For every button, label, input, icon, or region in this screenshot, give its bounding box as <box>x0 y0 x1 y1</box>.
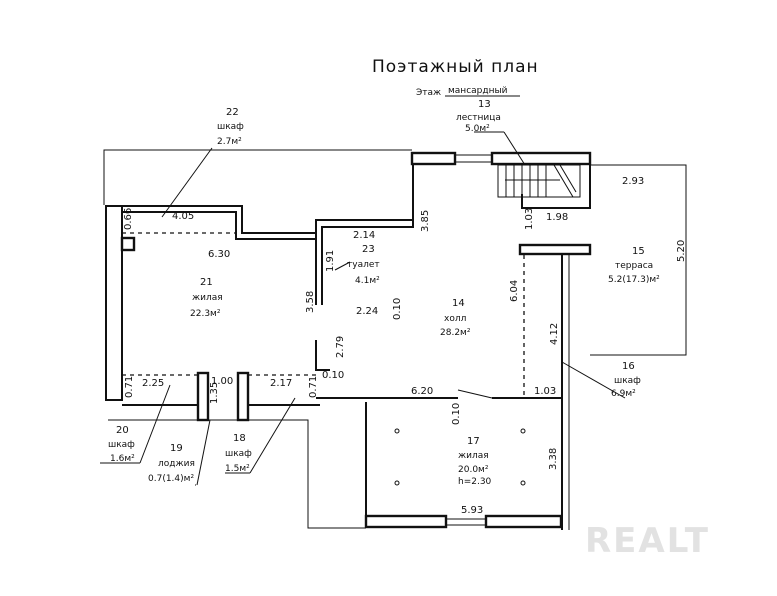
svg-text:0.71: 0.71 <box>124 376 135 398</box>
svg-text:0.71: 0.71 <box>308 376 319 398</box>
svg-text:1.98: 1.98 <box>546 212 568 223</box>
svg-text:2.14: 2.14 <box>353 230 375 241</box>
svg-text:20: 20 <box>116 425 129 436</box>
room-22: 22 шкаф 2.7м² <box>217 107 244 147</box>
svg-text:шкаф: шкаф <box>225 449 252 459</box>
svg-text:28.2м²: 28.2м² <box>440 328 471 338</box>
room-16: 16 шкаф 6.9м² <box>611 361 641 399</box>
svg-text:1.03: 1.03 <box>524 208 535 230</box>
svg-text:21: 21 <box>200 277 213 288</box>
svg-text:3.38: 3.38 <box>548 448 559 470</box>
svg-text:1.35: 1.35 <box>209 382 220 404</box>
svg-text:5.20: 5.20 <box>676 240 687 262</box>
svg-text:шкаф: шкаф <box>217 122 244 132</box>
svg-text:0.10: 0.10 <box>392 298 403 320</box>
svg-text:1.03: 1.03 <box>534 386 556 397</box>
svg-text:5.93: 5.93 <box>461 505 483 516</box>
svg-text:0.7(1.4)м²: 0.7(1.4)м² <box>148 474 194 484</box>
svg-text:22.3м²: 22.3м² <box>190 309 221 319</box>
svg-text:3.85: 3.85 <box>420 210 431 232</box>
room-21: 21 жилая 22.3м² <box>190 277 223 319</box>
svg-text:2.25: 2.25 <box>142 378 164 389</box>
room-15: 15 терраса 5.2(17.3)м² <box>608 246 660 285</box>
svg-text:0.10: 0.10 <box>451 403 462 425</box>
room-19: 19 лоджия 0.7(1.4)м² <box>148 443 195 484</box>
svg-text:20.0м²: 20.0м² <box>458 465 489 475</box>
svg-text:терраса: терраса <box>615 261 653 271</box>
dimensions: 4.05 0.66 6.30 2.14 1.91 3.58 2.24 3.85 … <box>123 176 687 516</box>
svg-text:13: 13 <box>478 99 491 110</box>
svg-text:0.10: 0.10 <box>322 370 344 381</box>
svg-text:4.1м²: 4.1м² <box>355 276 380 286</box>
staircase <box>497 164 581 198</box>
room-14: 14 холл 28.2м² <box>440 298 471 338</box>
svg-text:h=2.30: h=2.30 <box>458 477 492 487</box>
leader-lines <box>100 131 626 486</box>
svg-text:шкаф: шкаф <box>108 440 135 450</box>
svg-text:6.9м²: 6.9м² <box>611 389 636 399</box>
svg-text:2.17: 2.17 <box>270 378 292 389</box>
floor-label: Этаж <box>416 88 441 98</box>
svg-text:16: 16 <box>622 361 635 372</box>
svg-text:0.66: 0.66 <box>123 208 134 230</box>
svg-text:2.93: 2.93 <box>622 176 644 187</box>
svg-text:4.05: 4.05 <box>172 211 194 222</box>
svg-text:19: 19 <box>170 443 183 454</box>
svg-text:жилая: жилая <box>458 451 489 461</box>
svg-text:18: 18 <box>233 433 246 444</box>
svg-text:1.6м²: 1.6м² <box>110 454 135 464</box>
svg-text:22: 22 <box>226 107 239 118</box>
room-20: 20 шкаф 1.6м² <box>108 425 135 464</box>
svg-text:лестница: лестница <box>456 113 501 123</box>
svg-text:1.91: 1.91 <box>325 250 336 272</box>
room-18: 18 шкаф 1.5м² <box>225 433 252 474</box>
floor-value: мансардный <box>448 86 508 96</box>
svg-text:15: 15 <box>632 246 645 257</box>
svg-text:туалет: туалет <box>347 260 380 270</box>
svg-text:17: 17 <box>467 436 480 447</box>
svg-text:жилая: жилая <box>192 293 223 303</box>
svg-text:5.0м²: 5.0м² <box>465 124 490 134</box>
svg-text:лоджия: лоджия <box>158 459 195 469</box>
room-23: 23 туалет 4.1м² <box>347 244 380 286</box>
svg-text:5.2(17.3)м²: 5.2(17.3)м² <box>608 275 660 285</box>
svg-text:шкаф: шкаф <box>614 376 641 386</box>
svg-text:23: 23 <box>362 244 375 255</box>
room-17: 17 жилая 20.0м² h=2.30 <box>458 436 492 487</box>
svg-text:2.7м²: 2.7м² <box>217 137 242 147</box>
svg-text:6.04: 6.04 <box>509 280 520 302</box>
walls <box>103 149 687 530</box>
svg-text:3.58: 3.58 <box>305 291 316 313</box>
watermark-logo: REALT <box>585 521 710 561</box>
svg-text:14: 14 <box>452 298 465 309</box>
plan-title: Поэтажный план <box>372 57 539 77</box>
svg-text:2.24: 2.24 <box>356 306 378 317</box>
svg-text:холл: холл <box>444 314 466 324</box>
svg-text:6.20: 6.20 <box>411 386 433 397</box>
svg-text:1.5м²: 1.5м² <box>225 464 250 474</box>
svg-text:2.79: 2.79 <box>335 336 346 358</box>
svg-text:1.00: 1.00 <box>211 376 233 387</box>
svg-text:6.30: 6.30 <box>208 249 230 260</box>
svg-text:4.12: 4.12 <box>549 323 560 345</box>
